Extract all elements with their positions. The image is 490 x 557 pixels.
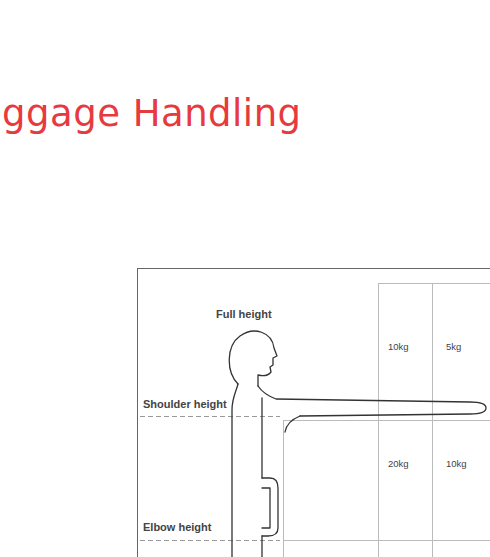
height-label: Full height [214, 308, 274, 320]
section-heading: ggage Handling [2, 92, 302, 135]
weight-grid [283, 283, 490, 557]
height-label: Shoulder height [141, 398, 229, 410]
height-lines [140, 417, 280, 541]
weight-value: 20kg [388, 458, 409, 469]
height-label: Elbow height [141, 521, 213, 533]
diagram-frame [138, 269, 490, 557]
weight-value: 10kg [388, 341, 409, 352]
person-outline [229, 331, 486, 557]
weight-value: 10kg [446, 458, 467, 469]
weight-value: 5kg [446, 341, 461, 352]
